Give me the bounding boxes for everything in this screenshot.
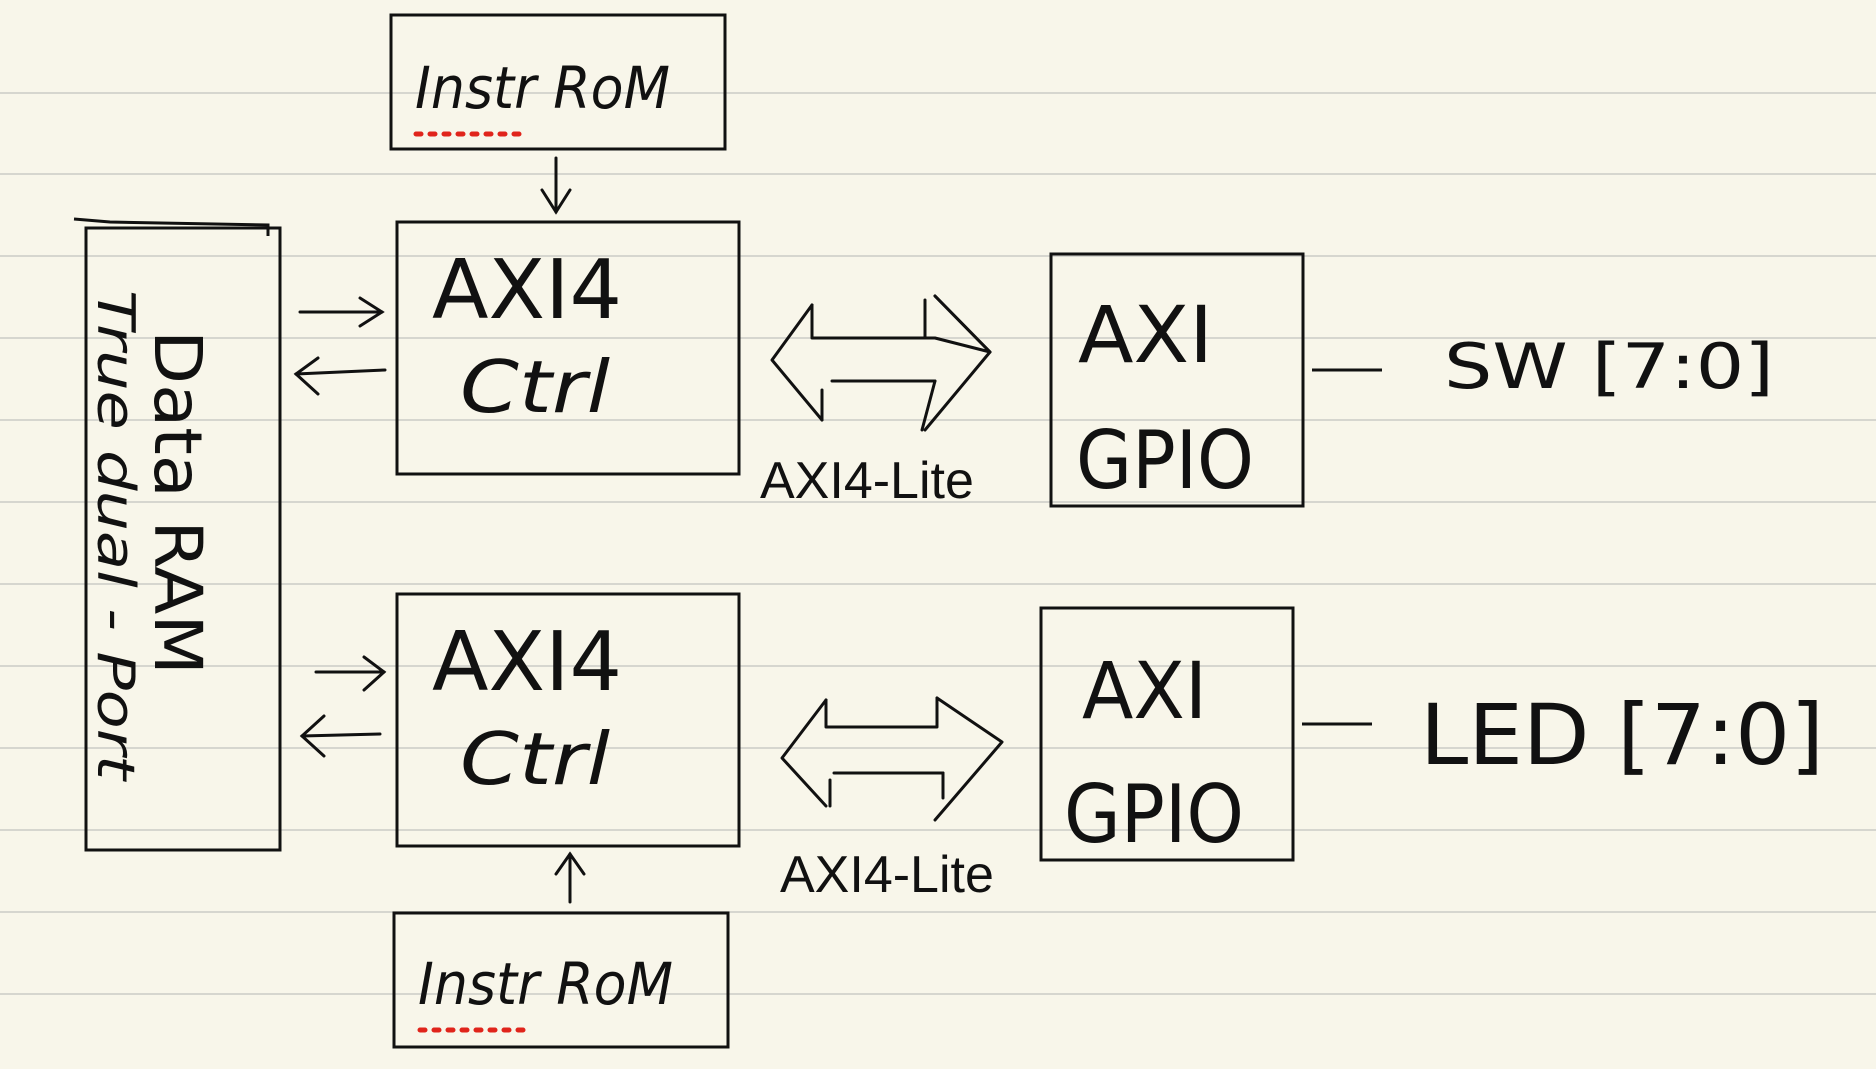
instr-rom-top: Instr RoM (389, 13, 727, 151)
gpio-bottom-line1: AXI (1082, 647, 1207, 737)
arrows-ram-ctrl-bottom (299, 655, 387, 758)
data-ram-label: Data RAM (139, 330, 216, 675)
ctrl-top-line2: Ctrl (460, 345, 610, 429)
axi-bus-bottom (780, 696, 1004, 822)
axi4-ctrl-bottom: AXI4 Ctrl (395, 592, 741, 848)
led-label: LED [7:0] (1420, 686, 1824, 784)
axi-gpio-bottom: AXI GPIO (1039, 606, 1295, 862)
data-ram-block: Data RAM True dual - Port (73, 217, 282, 852)
axi-bus-top (770, 294, 992, 432)
gpio-top-line1: AXI (1078, 291, 1213, 381)
switch-label: SW [7:0] (1444, 330, 1774, 403)
axi-gpio-top: AXI GPIO (1049, 252, 1305, 508)
gpio-top-line2: GPIO (1076, 414, 1254, 507)
instr-rom-bottom-label: Instr RoM (418, 950, 673, 1018)
data-ram-sublabel: True dual - Port (85, 290, 145, 782)
gpio-bottom-line2: GPIO (1064, 768, 1244, 861)
ctrl-bottom-line1: AXI4 (432, 615, 622, 710)
instr-rom-top-label: Instr RoM (415, 54, 670, 122)
instr-rom-bottom: Instr RoM (392, 911, 730, 1049)
ruled-lines (0, 92, 1876, 995)
bus-label-bottom: AXI4-Lite (780, 846, 994, 904)
ctrl-top-line1: AXI4 (432, 243, 622, 338)
arrow-rom-to-ctrl-bottom (554, 851, 586, 904)
arrow-rom-to-ctrl-top (540, 156, 572, 215)
arrows-ram-ctrl-top (293, 296, 387, 396)
axi4-ctrl-top: AXI4 Ctrl (395, 220, 741, 476)
bus-label-top: AXI4-Lite (760, 452, 974, 510)
ctrl-bottom-line2: Ctrl (460, 717, 610, 801)
